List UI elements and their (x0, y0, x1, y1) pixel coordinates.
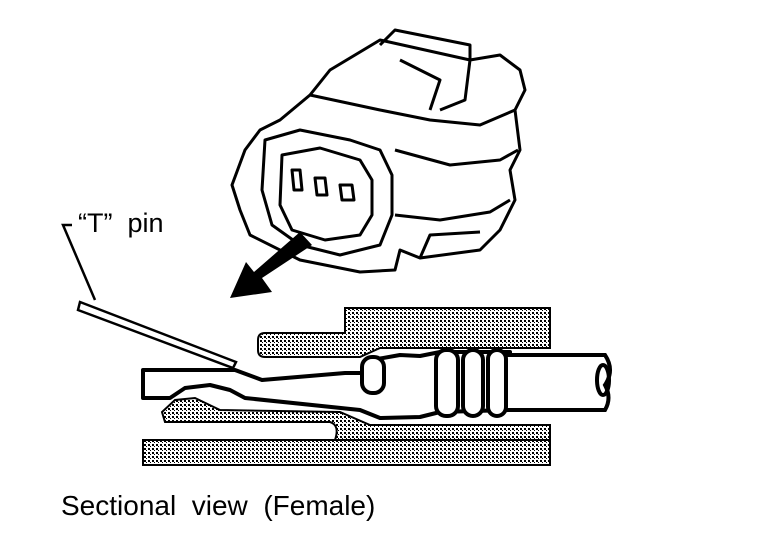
direction-arrow (230, 232, 312, 298)
lower-housing-section (142, 396, 551, 447)
upper-housing-section (257, 307, 551, 358)
t-pin (61, 223, 238, 370)
wire-seal (360, 348, 508, 418)
diagram-caption: Sectional view (Female) (61, 490, 376, 521)
wire (488, 353, 612, 412)
t-pin-label: “T” pin (78, 208, 164, 238)
connector-housing (230, 28, 527, 274)
lower-housing-base (142, 439, 551, 466)
